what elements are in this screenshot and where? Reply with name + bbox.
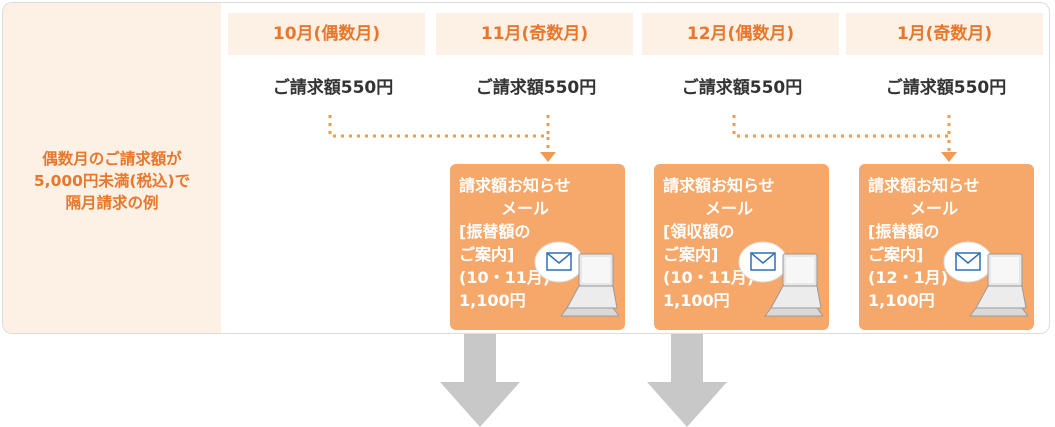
month-header-january: 1月(奇数月) (846, 13, 1043, 55)
down-arrow-icon (440, 334, 520, 427)
amount-december: ご請求額550円 (681, 78, 803, 98)
connector-dec-jan (732, 115, 951, 153)
description-line-3: 隔月請求の例 (65, 194, 159, 212)
description-line-2: 5,000円未満(税込)で (33, 172, 191, 190)
arrowhead-january (941, 152, 957, 162)
notice-title: 請求額お知らせ (868, 176, 980, 195)
notice-kind-2: ご案内] (868, 245, 924, 264)
month-header-november: 11月(奇数月) (436, 13, 633, 55)
description-line-1: 偶数月のご請求額が (42, 150, 182, 168)
notice-subtitle: メール (705, 199, 754, 218)
notice-kind: [領収額の (663, 222, 735, 241)
notice-subtitle: メール (501, 199, 550, 218)
notice-title: 請求額お知らせ (663, 176, 775, 195)
connector-oct-nov (328, 115, 550, 153)
amount-november: ご請求額550円 (475, 78, 597, 98)
notice-title: 請求額お知らせ (459, 176, 571, 195)
notice-subtitle: メール (910, 199, 959, 218)
notice-kind: [振替額の (459, 222, 531, 241)
notice-card-january: 請求額お知らせ メール [振替額の ご案内] (12・1月) 1,100円 (859, 164, 1034, 330)
amount-january: ご請求額550円 (885, 78, 1007, 98)
dotted-connectors (328, 115, 957, 162)
notice-total: 1,100円 (459, 291, 526, 310)
month-header-october: 10月(偶数月) (228, 13, 425, 55)
notice-total: 1,100円 (868, 291, 935, 310)
arrowhead-november (540, 152, 556, 162)
laptop-mail-icon (738, 241, 823, 317)
notice-total: 1,100円 (663, 291, 730, 310)
notice-period: (10・11月) (663, 268, 755, 287)
notice-card-december: 請求額お知らせ メール [領収額の ご案内] (10・11月) 1,100円 (654, 164, 829, 330)
laptop-mail-icon (943, 241, 1028, 317)
left-label-panel: 偶数月のご請求額が 5,000円未満(税込)で 隔月請求の例 (3, 3, 221, 333)
amount-october: ご請求額550円 (272, 78, 394, 98)
notice-kind-2: ご案内] (663, 245, 719, 264)
down-arrow-icon (647, 334, 727, 427)
billing-example-frame: 偶数月のご請求額が 5,000円未満(税込)で 隔月請求の例 10月(偶数月) … (2, 2, 1050, 334)
notice-kind-2: ご案内] (459, 245, 515, 264)
example-description: 偶数月のご請求額が 5,000円未満(税込)で 隔月請求の例 (11, 148, 213, 214)
notice-card-november: 請求額お知らせ メール [振替額の ご案内] (10・11月) 1,100円 (450, 164, 625, 330)
laptop-mail-icon (534, 241, 619, 317)
month-header-december: 12月(偶数月) (642, 13, 839, 55)
notice-kind: [振替額の (868, 222, 940, 241)
notice-period: (12・1月) (868, 268, 949, 287)
notice-period: (10・11月) (459, 268, 551, 287)
